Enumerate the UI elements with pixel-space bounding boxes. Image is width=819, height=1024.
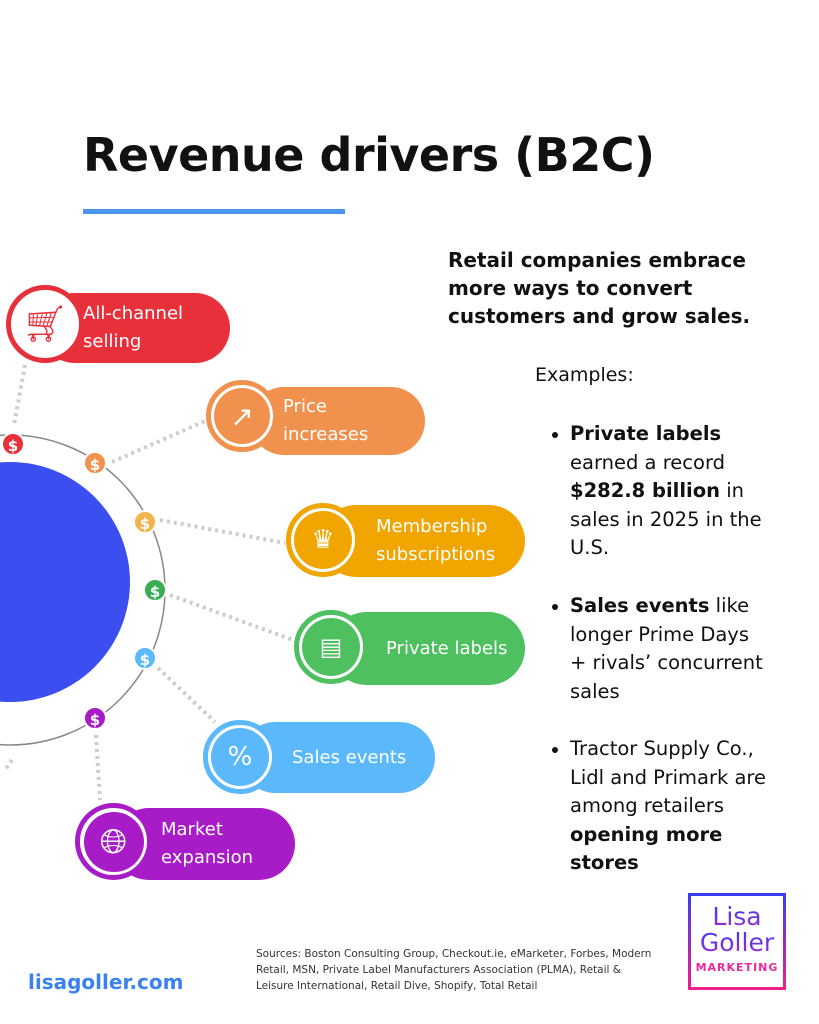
logo-line: Goller bbox=[691, 930, 783, 956]
driver-label: Private labels bbox=[386, 637, 508, 659]
driver-membership-subscriptions: Membership subscriptions bbox=[320, 505, 525, 577]
bullet-store-openings: Tractor Supply Co., Lidl and Primark are… bbox=[552, 735, 770, 878]
bullet-text: in sales in 2025 in the U.S. bbox=[570, 479, 762, 559]
driver-label: Price increases bbox=[283, 396, 369, 445]
driver-diagram bbox=[0, 364, 294, 801]
bullet-text: Tractor Supply Co., Lidl and Primark are… bbox=[570, 737, 766, 817]
dollar-badge: $ bbox=[143, 578, 167, 602]
percent-badge-icon: % bbox=[203, 720, 277, 794]
bullet-bold: Sales events bbox=[570, 594, 710, 617]
center-circle bbox=[0, 462, 130, 702]
bullet-bold: opening more stores bbox=[570, 822, 723, 875]
globe-icon: 🌐︎ bbox=[75, 803, 152, 880]
sources-text: Sources: Boston Consulting Group, Checko… bbox=[256, 948, 652, 992]
bullet-text: earned a record bbox=[570, 450, 725, 474]
title-underline bbox=[83, 209, 345, 214]
driver-label: Market expansion bbox=[161, 819, 254, 868]
logo-line: MARKETING bbox=[695, 961, 779, 974]
logo-line: Lisa bbox=[691, 904, 783, 930]
dollar-badge: $ bbox=[133, 646, 157, 670]
bullet-bold: Private labels bbox=[570, 422, 722, 445]
page-title: Revenue drivers (B2C) bbox=[83, 128, 655, 182]
bullet-private-labels: Private labels earned a record $282.8 bi… bbox=[552, 420, 770, 563]
dollar-badge: $ bbox=[1, 432, 25, 456]
bullet-sales-events: Sales events like longer Prime Days + ri… bbox=[552, 592, 770, 706]
products-icon: ▤ bbox=[294, 610, 368, 684]
website-link[interactable]: lisagoller.com bbox=[28, 970, 184, 994]
rising-chart-icon: ↗ bbox=[206, 380, 278, 452]
bullet-text: like longer Prime Days + rivals’ concurr… bbox=[570, 594, 763, 703]
bullet-bold: $282.8 billion bbox=[570, 479, 721, 502]
examples-label: Examples: bbox=[535, 364, 634, 386]
dollar-badge: $ bbox=[83, 706, 107, 730]
driver-label: All-channel selling bbox=[83, 303, 184, 352]
driver-label: Membership subscriptions bbox=[376, 516, 496, 565]
shopping-cart-icon: 🛒︎ bbox=[6, 285, 84, 363]
lead-text: Retail companies embrace more ways to co… bbox=[448, 248, 751, 328]
crown-icon: ♛ bbox=[286, 503, 360, 577]
lisa-goller-logo: Lisa Goller MARKETING bbox=[688, 893, 786, 990]
driver-price-increases: Price increases bbox=[250, 387, 425, 455]
driver-label: Sales events bbox=[292, 746, 407, 768]
dollar-badge: $ bbox=[83, 451, 107, 475]
dollar-badge: $ bbox=[133, 510, 157, 534]
connector-lines bbox=[3, 364, 294, 801]
